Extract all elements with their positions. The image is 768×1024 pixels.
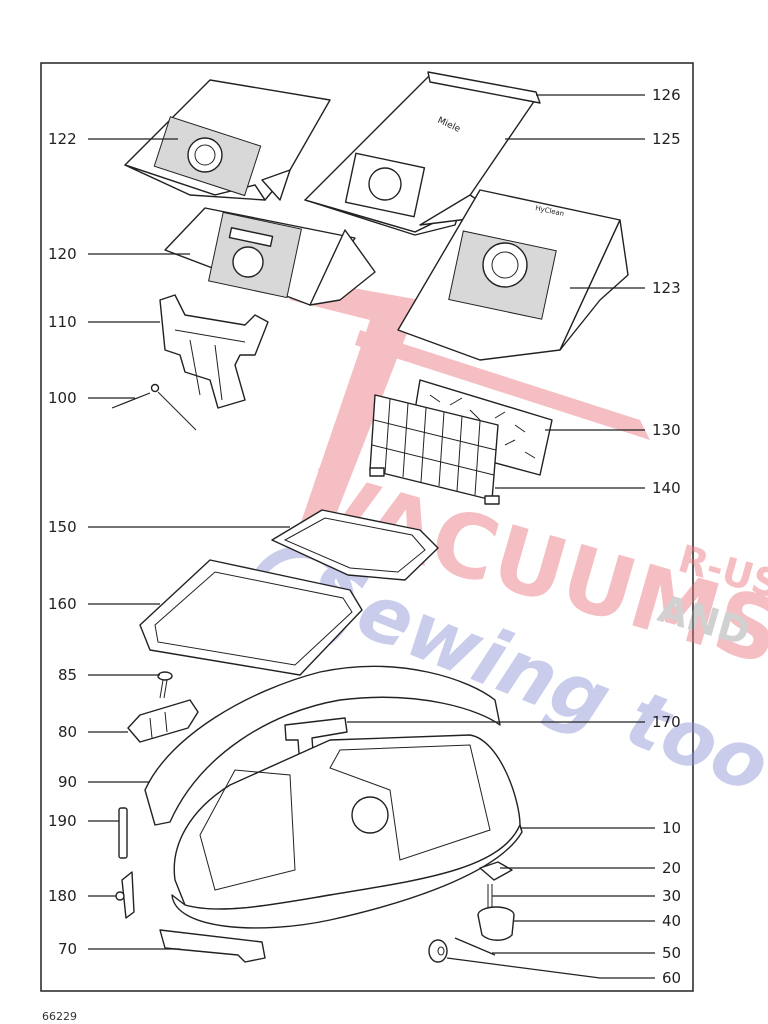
part-180-clip: [115, 871, 135, 919]
part-150-gasket: [271, 509, 439, 581]
label-90: 90: [58, 773, 77, 791]
label-80: 80: [58, 723, 77, 741]
label-110: 110: [48, 313, 77, 331]
part-40-caster: [477, 906, 515, 941]
label-125: 125: [652, 130, 681, 148]
part-122-dust-bag: [124, 79, 331, 201]
part-110-bag-holder: [159, 294, 269, 409]
part-100-pin: [150, 383, 197, 431]
label-140: 140: [652, 479, 681, 497]
watermark-v-shape: [280, 275, 420, 530]
part-190-tube: [118, 807, 128, 859]
part-140-filter-grille: [369, 394, 500, 505]
label-170: 170: [652, 713, 681, 731]
label-190: 190: [48, 812, 77, 830]
part-85-screw: [157, 671, 173, 699]
label-130: 130: [652, 421, 681, 439]
diagram-frame: [40, 62, 694, 992]
label-40: 40: [662, 912, 681, 930]
label-120: 120: [48, 245, 77, 263]
part-90-bumper: [144, 665, 501, 826]
label-70: 70: [58, 940, 77, 958]
label-30: 30: [662, 887, 681, 905]
label-50: 50: [662, 944, 681, 962]
part-50-axle: [454, 937, 496, 956]
part-123-hyclean-bag: HyClean: [397, 189, 629, 361]
part-60-wheel: [428, 939, 448, 963]
label-100: 100: [48, 389, 77, 407]
watermark-red-band: [355, 330, 650, 440]
label-10: 10: [662, 819, 681, 837]
label-180: 180: [48, 887, 77, 905]
label-150: 150: [48, 518, 77, 536]
label-126: 126: [652, 86, 681, 104]
label-122: 122: [48, 130, 77, 148]
part-125-paper-bag: Miele: [304, 74, 536, 236]
part-80-latch: [127, 699, 199, 743]
part-160-frame-seal: [139, 559, 363, 676]
document-code: 66229: [42, 1010, 77, 1023]
label-20: 20: [662, 859, 681, 877]
label-123: 123: [652, 279, 681, 297]
part-10-base-housing: [171, 734, 523, 929]
label-85: 85: [58, 666, 77, 684]
part-20-bracket: [479, 861, 513, 881]
labels-left: 122 120 110 100 150 160 85 80 90 190 180…: [48, 130, 290, 958]
part-70-front-trim: [159, 929, 266, 963]
part-120-filter-bag: [164, 207, 376, 306]
part-30-screw: [487, 884, 493, 910]
part-126-bag-collar: [427, 71, 541, 104]
label-60: 60: [662, 969, 681, 987]
label-160: 160: [48, 595, 77, 613]
labels-right: 126 125 123 130 140 170 10 20 30 40 50 6…: [347, 86, 681, 987]
